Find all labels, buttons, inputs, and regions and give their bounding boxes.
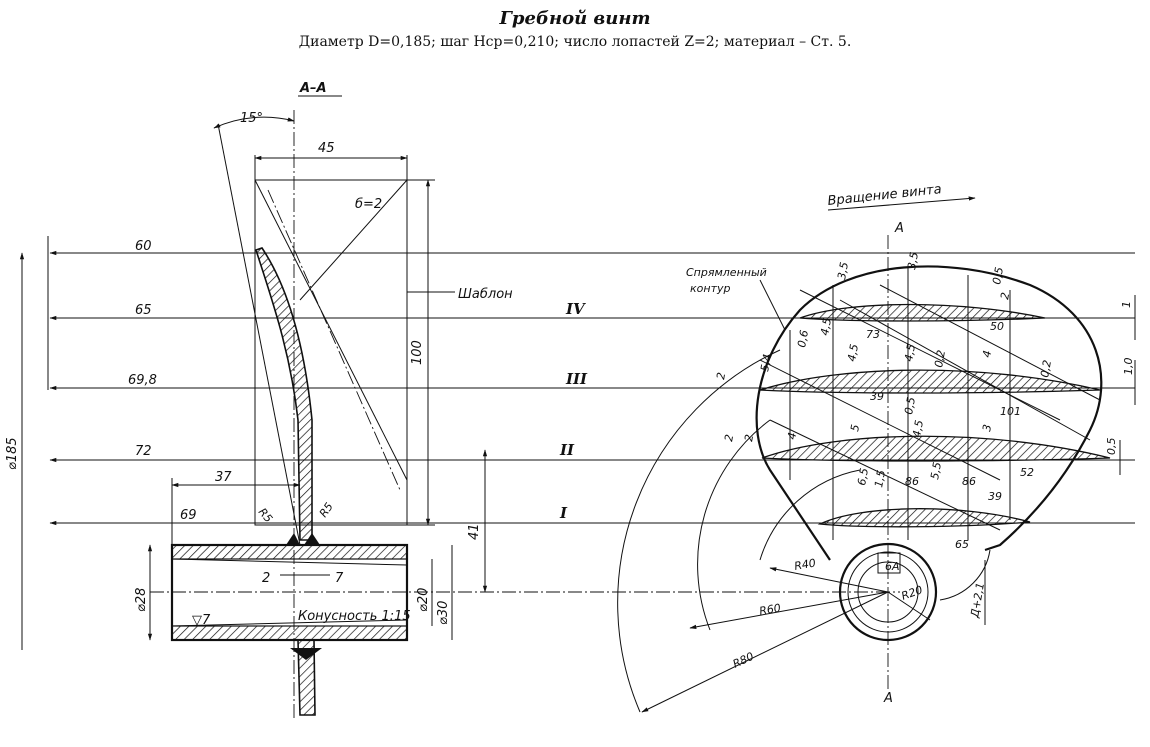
dim-2: 2 <box>262 571 270 586</box>
dim-41: 41 <box>467 523 482 540</box>
section-label: А–А <box>299 81 327 96</box>
blade-dim-16: 2 <box>714 371 728 380</box>
diameter-30-dim: ⌀30 <box>436 601 451 625</box>
template-height-dim: 100 <box>410 340 425 365</box>
dim-69: 69 <box>180 508 197 523</box>
blade-dim-10: 4,5 <box>845 343 861 362</box>
blade-dim-24: 5 <box>848 423 862 432</box>
blade-dim-14: 0,2 <box>1038 359 1054 378</box>
blade-dim-28: 6,5 <box>855 467 871 486</box>
blade-dim-7: 50 <box>990 320 1004 333</box>
blade-dim-34: 39 <box>988 490 1002 503</box>
dim-7: 7 <box>335 571 344 586</box>
blade-outline <box>755 265 1103 561</box>
blade-dim-39: R60 <box>758 601 782 618</box>
radius-dim-2: 65 <box>135 303 152 318</box>
section-labels: IV III II I <box>559 300 588 522</box>
blade-dim-15: 1,0 <box>1122 358 1135 376</box>
blade-dim-26: 4 <box>785 431 799 440</box>
blade-dim-6: 73 <box>866 328 880 341</box>
straight-contour-label-1: Спрямленный <box>686 266 767 279</box>
blade-dim-20: 101 <box>1000 405 1021 418</box>
blade-dim-40: R80 <box>731 650 756 671</box>
blade-dim-36: 6A <box>885 560 900 573</box>
diameter-20-dim: ⌀20 <box>416 588 431 612</box>
blade-dim-38: R20 <box>900 583 925 603</box>
section-label-i: I <box>559 504 568 522</box>
template-label: Шаблон <box>458 287 513 302</box>
blade-dim-18: 39 <box>870 390 884 403</box>
section-marker-top: А <box>894 221 904 236</box>
page-title: Гребной винт <box>499 8 651 29</box>
blade-dim-41: Д+2,1 <box>968 581 987 619</box>
blade-dim-25: 2 <box>742 433 756 442</box>
blade-dim-11: 4,5 <box>902 343 918 362</box>
blade-dim-27: 0,5 <box>1105 438 1118 456</box>
blade-dim-22: 4,5 <box>910 419 926 438</box>
angle-label: 15° <box>240 111 263 126</box>
blade-dim-37: R40 <box>793 556 817 573</box>
blade-dim-13: 4 <box>980 349 994 358</box>
blade-dim-8: 0,6 <box>795 329 811 348</box>
blade-dim-31: 86 <box>905 475 919 488</box>
section-label-iii: III <box>565 370 588 388</box>
blade-dim-35: 65 <box>955 538 969 551</box>
blade-dim-12: 0,2 <box>932 349 948 368</box>
hub-outer-circle <box>838 542 938 642</box>
blade-plan: Вращение винта Спрямленный контур А А <box>617 182 1136 713</box>
blade-dim-32: 86 <box>962 475 976 488</box>
blade-section-profile <box>254 247 313 541</box>
blade-dim-23: 3 <box>980 423 994 432</box>
blade-dim-21: 2 <box>722 433 736 442</box>
radius-dim-4: 72 <box>135 444 152 459</box>
section-view: А–А 15° 45 б=2 100 Шаблон <box>5 81 1135 720</box>
blade-dim-9: 4,5 <box>818 317 834 336</box>
diameter-28-dim: ⌀28 <box>134 588 149 612</box>
template-thickness-label: б=2 <box>355 197 382 212</box>
blade-dim-2: 3,5 <box>905 251 921 270</box>
blade-dim-1: 3,5 <box>835 261 851 280</box>
blade-dim-5: 2 <box>998 291 1012 300</box>
blade-dim-17: 5,4 <box>758 353 774 372</box>
roughness-mark: ▽7 <box>192 613 211 628</box>
blade-dim-19: 0,5 <box>902 396 918 415</box>
dim-37: 37 <box>215 470 232 485</box>
r5-left-label: R5 <box>256 506 275 526</box>
radius-dim-1: 60 <box>135 239 152 254</box>
diameter-185-dim: ⌀185 <box>5 437 20 470</box>
blade-dim-29: 1,5 <box>872 469 888 488</box>
template-width-dim: 45 <box>318 141 335 156</box>
blade-dim-3: 0,5 <box>990 266 1006 285</box>
blade-dim-4: 1 <box>1120 301 1133 308</box>
straight-contour-label-2: контур <box>690 282 730 295</box>
r5-right-label: R5 <box>317 500 336 519</box>
blade-dim-30: 5,5 <box>928 461 944 480</box>
taper-label: Конусность 1:15 <box>298 609 411 624</box>
radius-dim-3: 69,8 <box>128 373 157 388</box>
blade-dim-33: 52 <box>1020 466 1034 479</box>
section-label-iv: IV <box>565 300 586 318</box>
section-marker-bottom: А <box>883 691 893 706</box>
page-subtitle: Диаметр D=0,185; шаг Hср=0,210; число ло… <box>298 34 852 50</box>
section-label-ii: II <box>559 441 575 459</box>
